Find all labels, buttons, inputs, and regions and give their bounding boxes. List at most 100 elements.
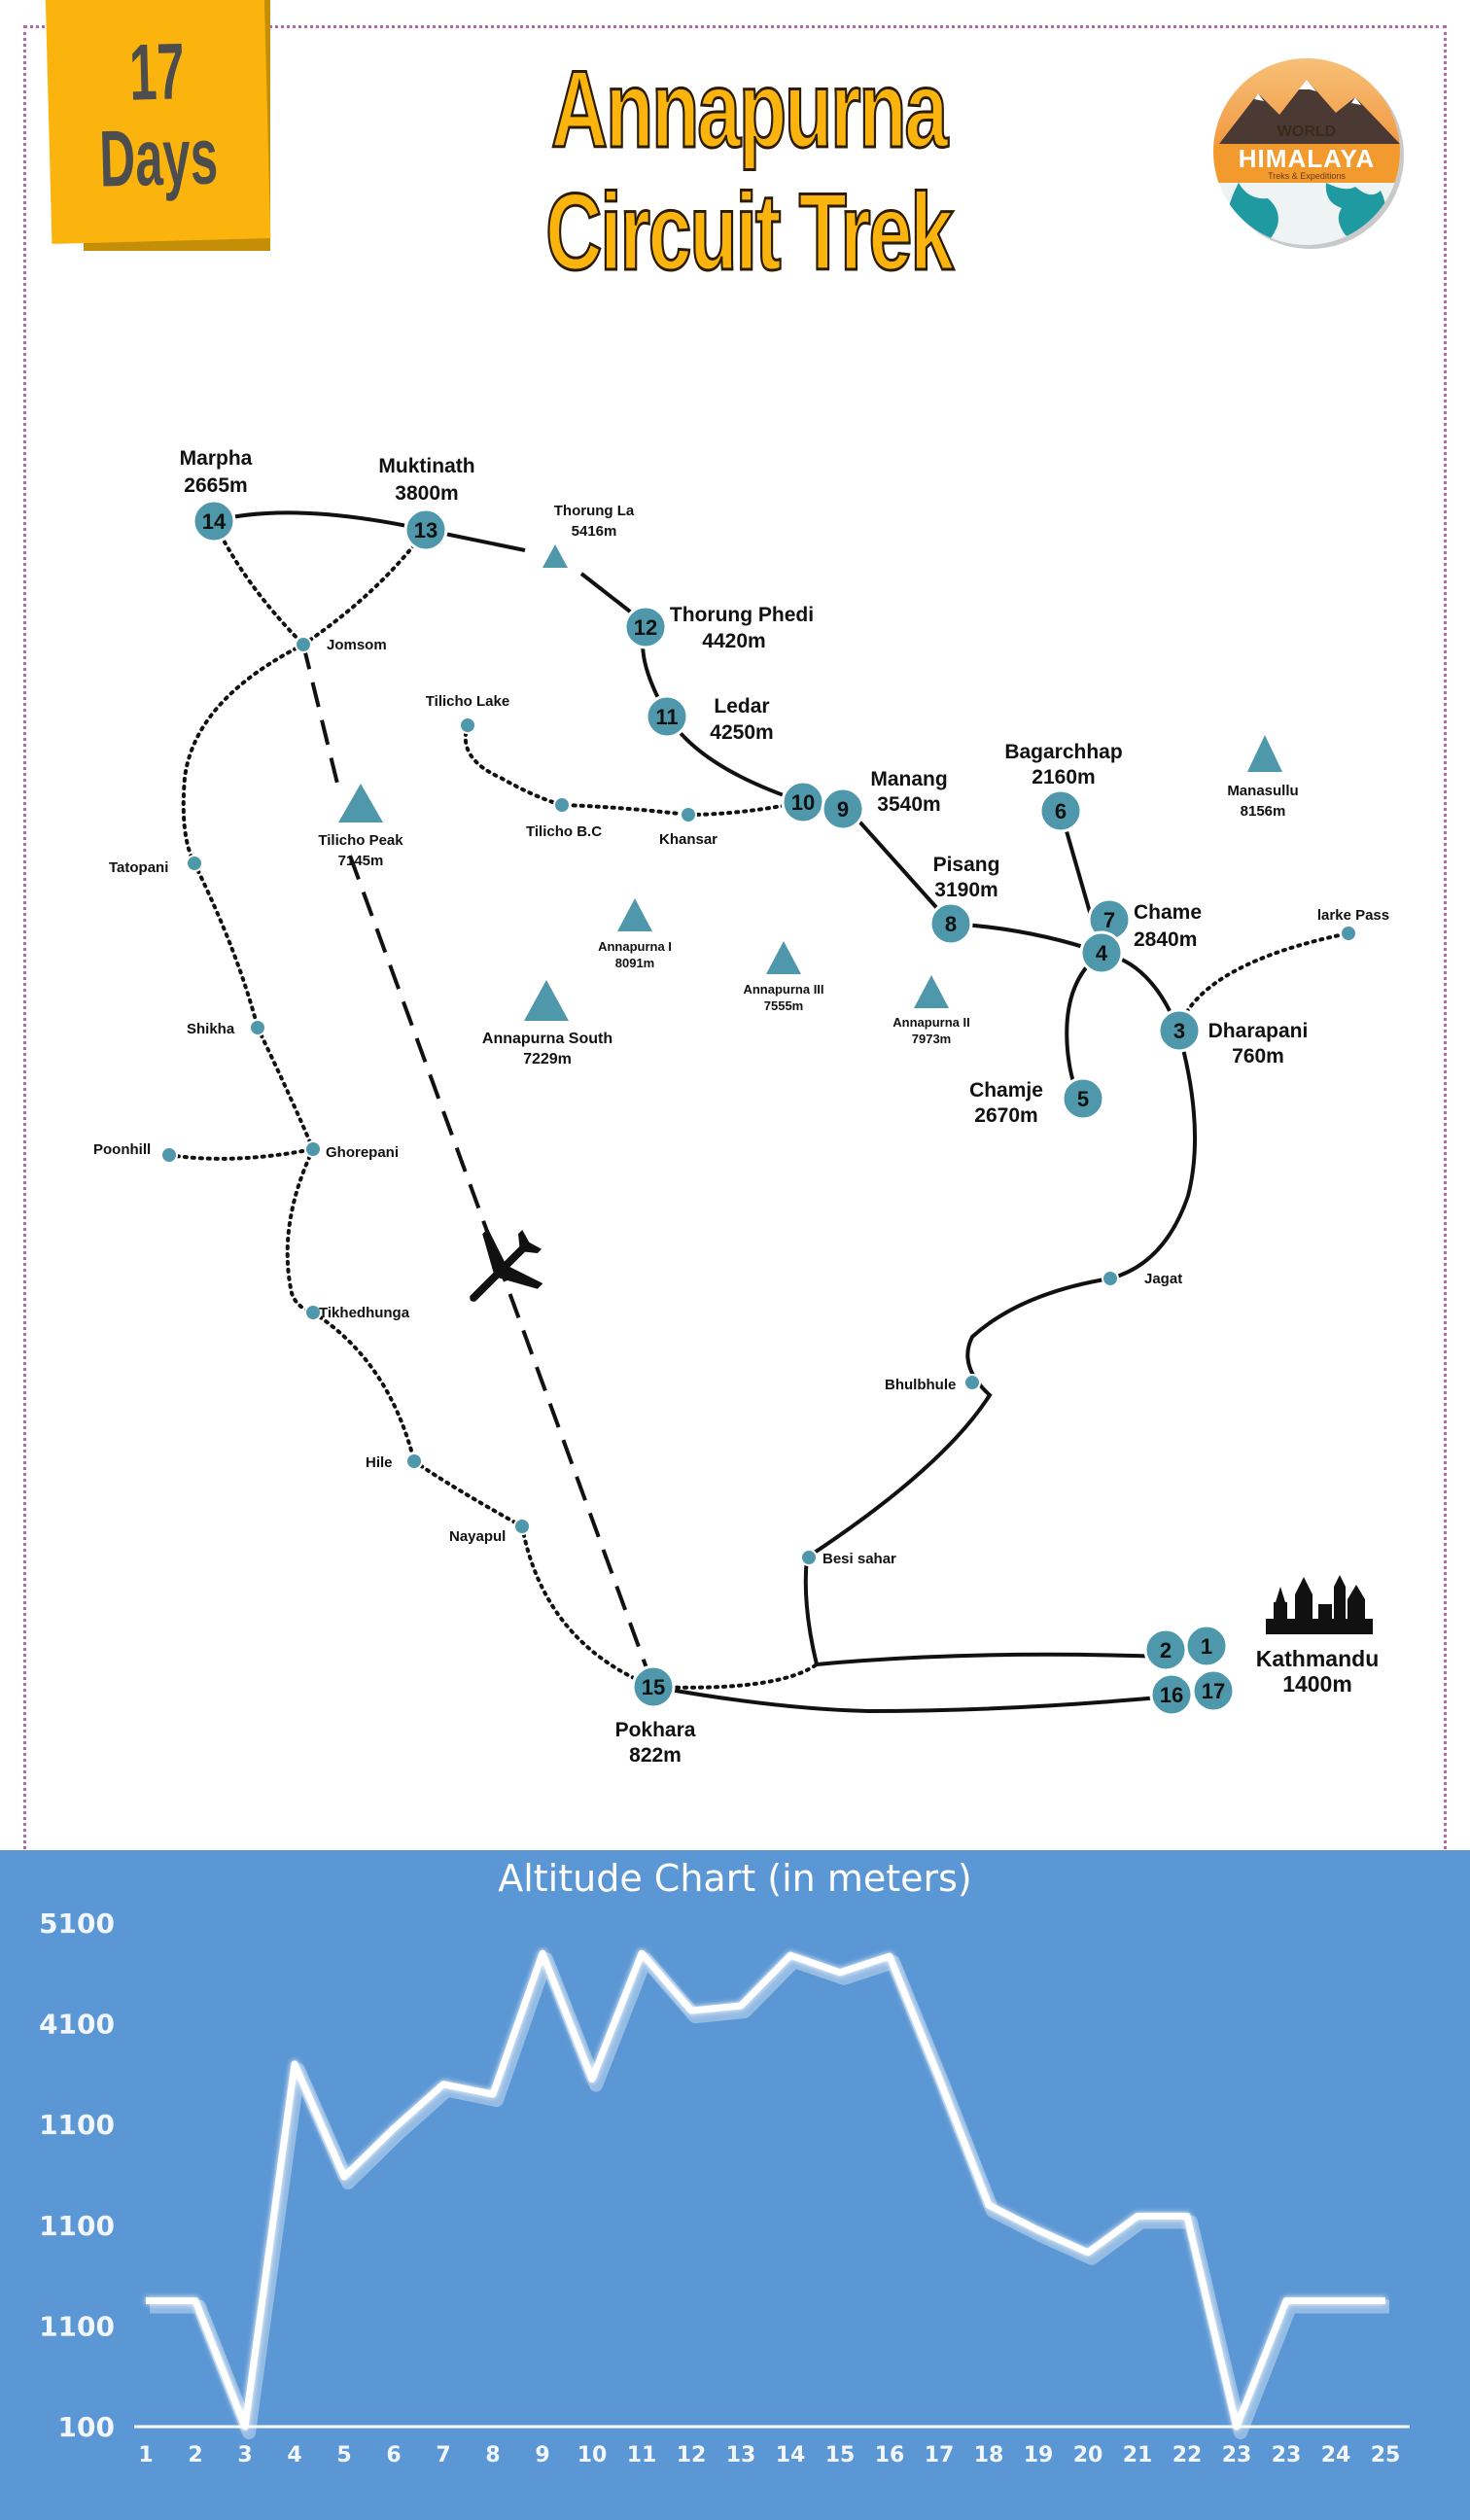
poonhill-dot — [160, 1146, 178, 1164]
x-tick-label: 20 — [1073, 2443, 1103, 2468]
thorung-phedi-name: Thorung Phedi — [670, 604, 814, 626]
tilicho-peak-icon — [338, 784, 383, 822]
x-tick-label: 16 — [875, 2443, 905, 2468]
annapurna-iii-peak-icon — [766, 941, 801, 974]
annapurna-ii-alt: 7973m — [912, 1032, 951, 1046]
stop-6-number: 6 — [1055, 799, 1067, 823]
x-tick-label: 11 — [627, 2443, 657, 2468]
x-tick-label: 10 — [578, 2443, 608, 2468]
muktinath-name: Muktinath — [378, 455, 474, 477]
poonhill-label: Poonhill — [93, 1141, 151, 1158]
tilicho-peak-alt: 7145m — [338, 853, 384, 869]
besi-sahar-dot — [800, 1549, 818, 1566]
stop-3-number: 3 — [1173, 1019, 1185, 1043]
larke-pass-dot — [1340, 925, 1357, 942]
stop-14-marpha: 14 — [192, 499, 236, 543]
stop-15-number: 15 — [642, 1675, 665, 1699]
manasullu-name: Manasullu — [1227, 783, 1298, 799]
annapurna-iii-name: Annapurna III — [743, 982, 823, 997]
x-tick-label: 5 — [336, 2443, 351, 2468]
dharapani-alt: 760m — [1232, 1045, 1284, 1068]
annapurna-south-name: Annapurna South — [482, 1031, 612, 1047]
mountain-icon — [1219, 80, 1400, 144]
y-tick-label: 1100 — [39, 2210, 115, 2242]
x-tick-label: 13 — [726, 2443, 756, 2468]
tilicho-bc-label: Tilicho B.C — [526, 823, 602, 840]
y-tick-label: 5100 — [39, 1908, 115, 1940]
altitude-line-shadow — [150, 1952, 1389, 2439]
stop-11-number: 11 — [655, 705, 678, 729]
stop-labels: Marpha 2665m Muktinath 3800m Thorung Phe… — [180, 447, 1380, 1767]
stop-13-number: 13 — [414, 518, 438, 542]
shikha-dot — [249, 1019, 266, 1036]
tikhedhunga-label: Tikhedhunga — [319, 1305, 410, 1321]
stop-17-number: 17 — [1202, 1679, 1225, 1703]
chart-droplines — [145, 1953, 1386, 2427]
kathmandu-skyline-icon — [1266, 1575, 1373, 1634]
x-tick-label: 21 — [1123, 2443, 1153, 2468]
stop-2-number: 2 — [1160, 1638, 1172, 1662]
x-tick-label: 1 — [138, 2443, 153, 2468]
y-tick-label: 100 — [58, 2411, 115, 2443]
stop-8-number: 8 — [945, 912, 957, 936]
dharapani-name: Dharapani — [1208, 1020, 1309, 1042]
tilicho-lake-dot — [459, 717, 476, 734]
marpha-alt: 2665m — [184, 474, 247, 497]
altitude-line — [146, 1949, 1385, 2431]
x-tick-label: 19 — [1024, 2443, 1054, 2468]
y-tick-label: 1100 — [39, 2310, 115, 2342]
kathmandu-name: Kathmandu — [1256, 1646, 1380, 1671]
stop-12-number: 12 — [634, 615, 657, 640]
peak-markers — [338, 544, 1282, 1021]
stop-17-kathmandu: 17 — [1191, 1668, 1236, 1713]
pisang-name: Pisang — [933, 854, 1000, 876]
x-tick-label: 23 — [1272, 2443, 1302, 2468]
x-tick-label: 7 — [436, 2443, 450, 2468]
thorung-phedi-alt: 4420m — [702, 630, 765, 652]
pokhara-name: Pokhara — [615, 1719, 696, 1741]
chart-title: Altitude Chart (in meters) — [498, 1857, 972, 1900]
x-tick-label: 14 — [776, 2443, 806, 2468]
marpha-name: Marpha — [180, 447, 253, 470]
ghorepani-dot — [304, 1140, 322, 1158]
annapurna-south-alt: 7229m — [523, 1051, 572, 1068]
kathmandu-alt: 1400m — [1282, 1671, 1352, 1697]
stop-8-pisang: 8 — [928, 901, 973, 946]
larke-pass-label: larke Pass — [1317, 907, 1389, 924]
stop-9-manang: 9 — [821, 787, 865, 831]
x-tick-label: 18 — [974, 2443, 1004, 2468]
stop-14-number: 14 — [202, 509, 227, 534]
x-tick-label: 9 — [535, 2443, 549, 2468]
bhulbhule-label: Bhulbhule — [885, 1377, 956, 1393]
stop-1-kathmandu: 1 — [1184, 1624, 1229, 1668]
annapurna-i-peak-icon — [617, 898, 652, 931]
peak-labels: Thorung La 5416m Tilicho Peak 7145m Mana… — [318, 503, 1298, 1068]
tilicho-peak-name: Tilicho Peak — [318, 832, 403, 849]
manang-alt: 3540m — [877, 793, 940, 816]
stop-15-pokhara: 15 — [631, 1664, 676, 1709]
place-dots — [160, 636, 1357, 1566]
jomsom-label: Jomsom — [327, 637, 387, 653]
thorung-la-name: Thorung La — [554, 503, 635, 519]
nayapul-dot — [513, 1518, 531, 1535]
stop-9-number: 9 — [837, 797, 849, 822]
stop-1-number: 1 — [1201, 1634, 1212, 1659]
stop-4-number: 4 — [1096, 941, 1108, 965]
annapurna-south-peak-icon — [524, 980, 569, 1021]
hile-dot — [405, 1452, 423, 1470]
manang-name: Manang — [870, 768, 947, 790]
logo-line2: HIMALAYA — [1239, 144, 1375, 173]
nayapul-label: Nayapul — [449, 1528, 506, 1545]
chame-name: Chame — [1134, 901, 1202, 924]
shikha-label: Shikha — [187, 1021, 235, 1037]
stop-16-number: 16 — [1160, 1683, 1183, 1707]
x-tick-label: 4 — [287, 2443, 301, 2468]
x-tick-label: 24 — [1321, 2443, 1351, 2468]
ghorepani-label: Ghorepani — [326, 1144, 399, 1161]
jagat-dot — [1102, 1270, 1119, 1287]
tikhedhunga-dot — [304, 1304, 322, 1321]
stop-10-manang: 10 — [781, 780, 825, 824]
